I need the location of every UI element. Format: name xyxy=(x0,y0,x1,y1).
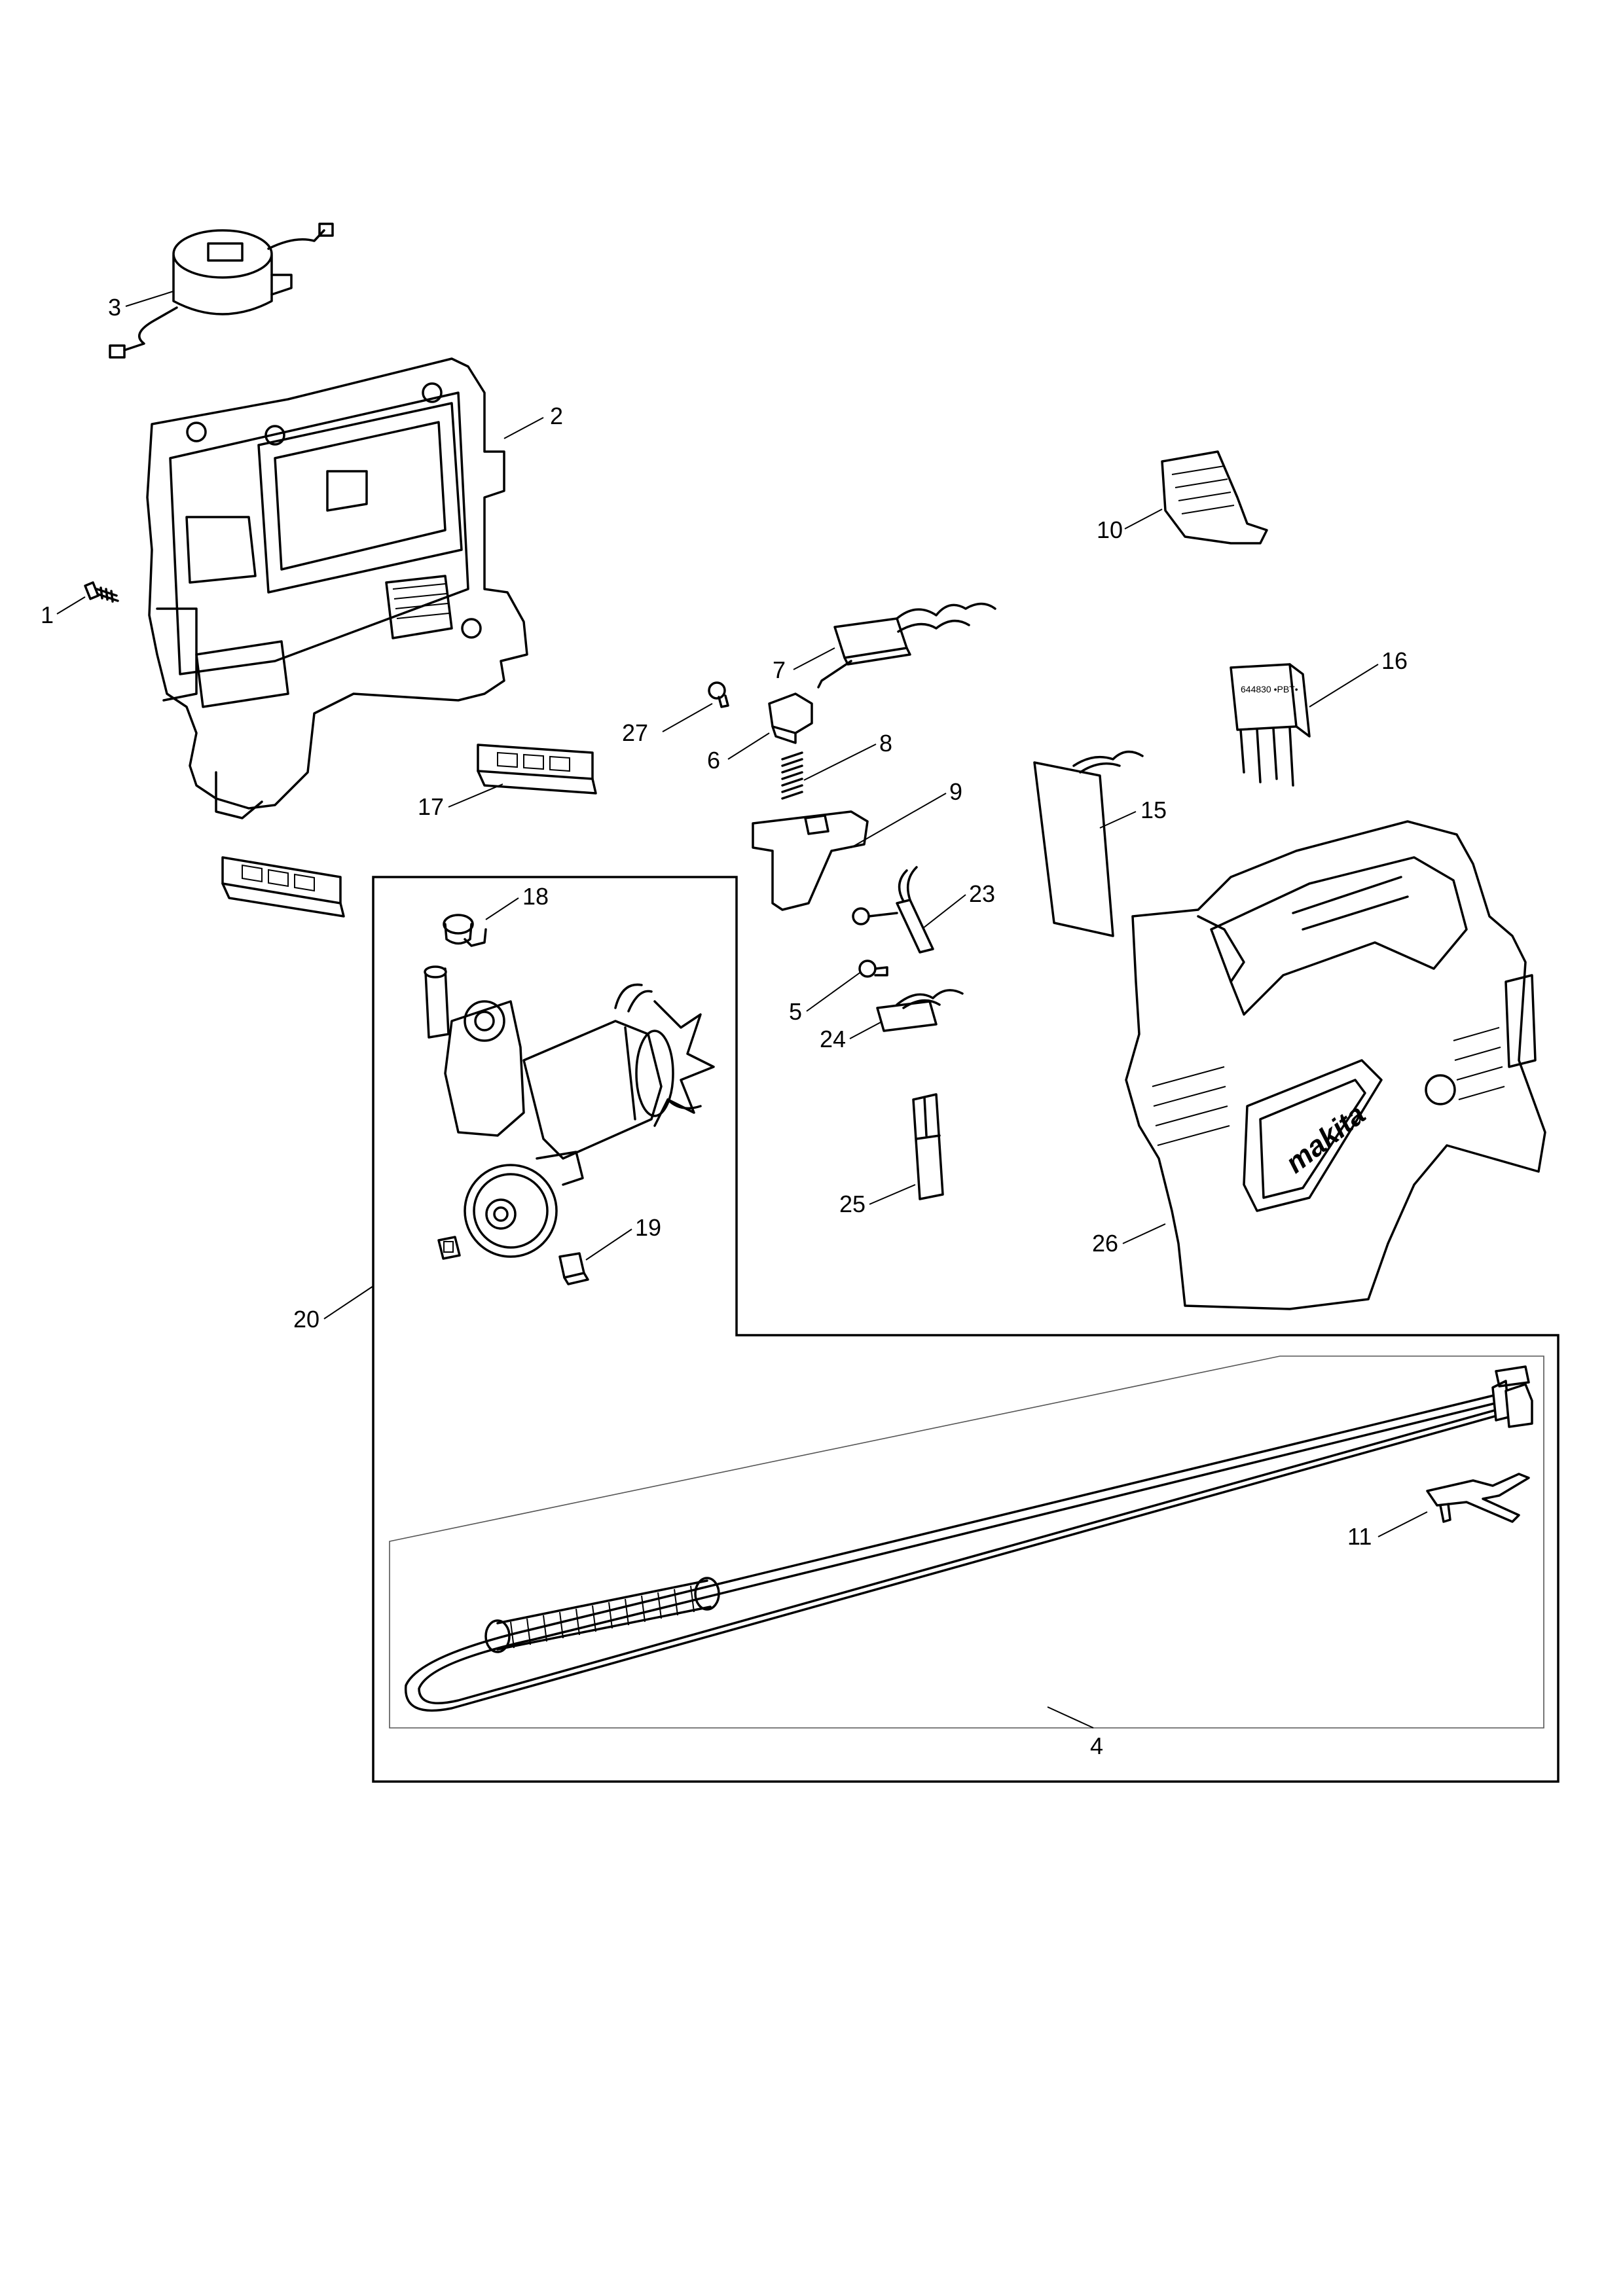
part-label-27: 27 xyxy=(622,719,648,746)
valve-part-18 xyxy=(443,914,487,947)
housing-left-half-part xyxy=(146,357,528,819)
part-label-3: 3 xyxy=(108,294,121,321)
vent-filter-part xyxy=(221,856,345,918)
part-label-25: 25 xyxy=(839,1191,866,1217)
cover-plate-part-15 xyxy=(1033,750,1144,937)
trigger-part-9 xyxy=(752,810,869,911)
group-box-4 xyxy=(389,1355,1544,1729)
part-label-16: 16 xyxy=(1381,647,1408,674)
module-marking-text: 644830 •PBT• xyxy=(1241,684,1298,694)
brush-holder-part-19 xyxy=(437,1236,589,1285)
part-label-4: 4 xyxy=(1090,1732,1103,1759)
motor-pump-assembly-part xyxy=(424,965,715,1258)
part-label-26: 26 xyxy=(1092,1230,1118,1257)
group-box-20 xyxy=(372,876,1559,1783)
part-label-7: 7 xyxy=(773,656,786,683)
part-label-6: 6 xyxy=(707,747,720,774)
vent-filter-part-17 xyxy=(477,744,597,795)
grease-coupler-part-11 xyxy=(1426,1473,1530,1523)
micro-switch-part-7 xyxy=(817,602,996,689)
part-label-11: 11 xyxy=(1347,1523,1372,1550)
screw-part-27 xyxy=(708,681,729,708)
part-label-18: 18 xyxy=(522,883,549,910)
part-label-15: 15 xyxy=(1140,797,1167,823)
leader-lines xyxy=(56,291,1428,1729)
screw-part-5 xyxy=(858,960,888,978)
small-switch-part-24 xyxy=(876,989,964,1032)
grease-hose-part-4 xyxy=(405,1365,1533,1712)
display-unit-part xyxy=(109,223,334,359)
part-label-19: 19 xyxy=(635,1214,661,1241)
control-module-part-16: 644830 •PBT• xyxy=(1230,663,1311,787)
trigger-cap-part-6 xyxy=(768,692,813,744)
part-label-23: 23 xyxy=(969,880,995,907)
part-label-2: 2 xyxy=(550,403,563,429)
screw-part-1 xyxy=(84,581,119,603)
terminal-part-25 xyxy=(912,1093,944,1200)
battery-latch-part-10 xyxy=(1161,450,1268,545)
part-label-1: 1 xyxy=(41,601,54,628)
part-label-20: 20 xyxy=(293,1306,319,1333)
part-label-17: 17 xyxy=(418,793,444,820)
part-label-10: 10 xyxy=(1097,516,1123,543)
spring-part-8 xyxy=(781,751,803,800)
part-label-5: 5 xyxy=(789,998,802,1025)
housing-right-half-part: makita xyxy=(1125,820,1546,1310)
part-label-9: 9 xyxy=(949,778,962,805)
switch-bracket-part-23 xyxy=(852,866,934,954)
part-label-8: 8 xyxy=(879,730,892,757)
part-label-24: 24 xyxy=(820,1026,846,1052)
